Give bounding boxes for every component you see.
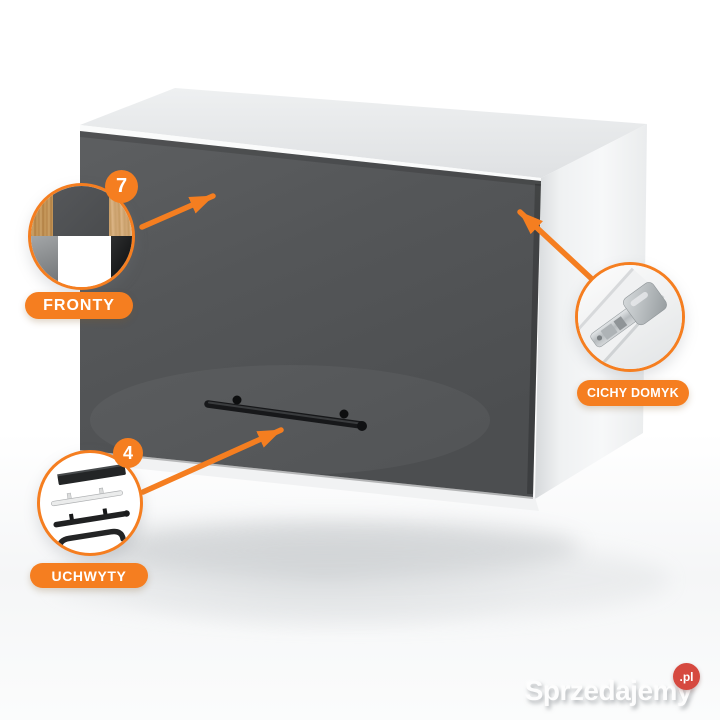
black-swatch [111,236,132,287]
flat-bar-handle-icon [57,463,126,486]
door-sheen [90,365,490,475]
oak-swatch [31,186,53,236]
door-handle [204,395,367,431]
graphite-swatch [53,186,109,236]
cabinet-top-face [80,88,647,178]
fronts-label: FRONTY [25,292,133,319]
handle-variants [51,463,130,552]
watermark: Sprzedajemy .pl [524,663,700,707]
door-right-edge [527,183,541,495]
fronts-count-badge: 7 [105,170,138,203]
handles-arrow-icon [140,427,284,495]
handles-count-badge: 4 [113,438,143,468]
soft-close-circle [575,262,685,372]
gray-swatch [31,236,58,287]
bow-handle-icon [56,528,126,552]
soft-close-label: CICHY DOMYK [577,380,689,406]
soft-close-hinge-icon [578,265,682,369]
white-swatch [58,236,111,287]
white-t-bar-handle-icon [51,487,123,507]
black-t-bar-handle-icon [53,508,130,528]
cabinet-front-door [80,131,541,497]
door-top-shadow [80,131,541,186]
watermark-site-name: Sprzedajemy [524,675,693,706]
watermark-pl-badge: .pl [673,663,700,690]
cabinet-bottom-panel [80,450,539,511]
fronts-arrow-icon [139,193,216,230]
soft-close-arrow-icon [517,209,597,284]
ground-shadow-wide [50,538,670,622]
cabinet-top-edge-highlight [80,125,541,182]
door-bottom-edge [79,450,534,499]
handles-label: UCHWYTY [30,563,148,588]
